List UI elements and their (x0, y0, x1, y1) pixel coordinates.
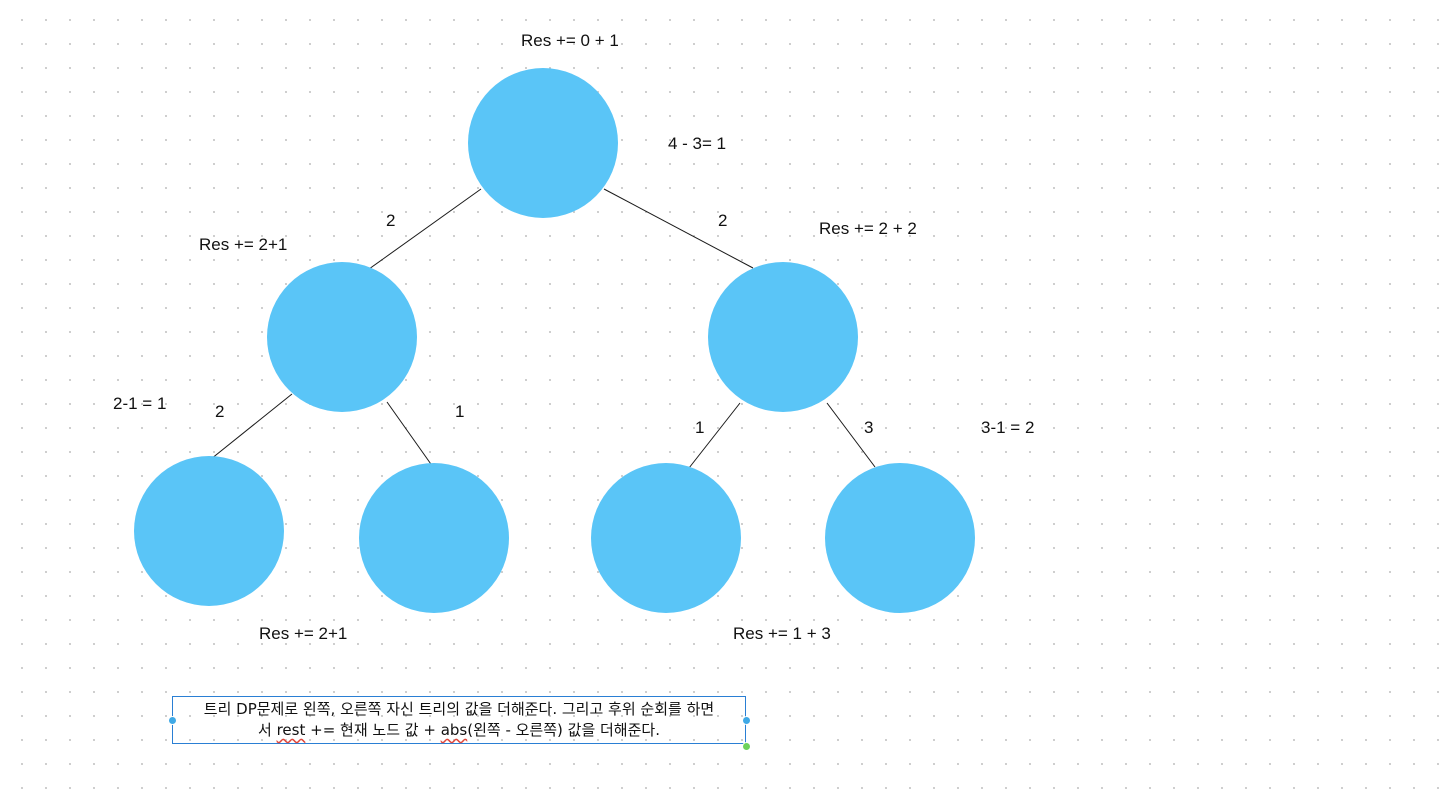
selection-handle-right[interactable] (742, 716, 751, 725)
edge-left-leftleft (210, 393, 293, 460)
tree-node-right[interactable] (708, 262, 858, 412)
annotation-left-leaves-res[interactable]: Res += 2+1 (259, 624, 348, 643)
tree-node-left-left[interactable] (134, 456, 284, 606)
edge-label-right-rightleft[interactable]: 1 (695, 418, 705, 437)
edge-label-root-right[interactable]: 2 (718, 211, 728, 230)
tree-node-root[interactable] (468, 68, 618, 218)
tree-node-left[interactable] (267, 262, 417, 412)
edge-label-left-leftleft[interactable]: 2 (215, 402, 225, 421)
annotation-root-res[interactable]: Res += 0 + 1 (521, 31, 619, 50)
note-line-2-suffix: (왼쪽 - 오른쪽) 값을 더해준다. (467, 721, 660, 739)
nodes (134, 68, 975, 613)
resize-handle-corner[interactable] (742, 742, 751, 751)
edge-left-leftright (386, 401, 434, 468)
spellcheck-word-rest: rest (276, 721, 306, 739)
edge-label-right-rightright[interactable]: 3 (864, 418, 874, 437)
note-line-2-prefix: 서 (258, 721, 277, 739)
edge-label-left-leftright[interactable]: 1 (455, 402, 465, 421)
edge-root-right (603, 188, 754, 269)
note-line-1: 트리 DP문제로 왼쪽, 오른쪽 자신 트리의 값을 더해준다. 그리고 후위 … (203, 700, 715, 718)
spellcheck-word-abs: abs (440, 721, 468, 739)
annotation-left-diff[interactable]: 2-1 = 1 (113, 394, 167, 413)
annotation-root-diff[interactable]: 4 - 3= 1 (668, 134, 727, 153)
selection-handle-left[interactable] (168, 716, 177, 725)
edge-right-rightright (826, 402, 876, 468)
edge-root-left (368, 188, 482, 270)
edges (210, 188, 876, 469)
note-line-2: 서 rest += 현재 노드 값 + abs(왼쪽 - 오른쪽) 값을 더해준… (173, 720, 745, 741)
edge-label-root-left[interactable]: 2 (386, 211, 396, 230)
note-line-2-mid: += 현재 노드 값 + (305, 721, 441, 739)
tree-node-right-right[interactable] (825, 463, 975, 613)
note-text-box[interactable]: 트리 DP문제로 왼쪽, 오른쪽 자신 트리의 값을 더해준다. 그리고 후위 … (172, 696, 746, 744)
edge-right-rightleft (688, 402, 741, 469)
annotation-right-res[interactable]: Res += 2 + 2 (819, 219, 917, 238)
annotation-left-res[interactable]: Res += 2+1 (199, 235, 288, 254)
tree-node-right-left[interactable] (591, 463, 741, 613)
annotation-right-diff[interactable]: 3-1 = 2 (981, 418, 1035, 437)
tree-node-left-right[interactable] (359, 463, 509, 613)
annotation-right-leaves-res[interactable]: Res += 1 + 3 (733, 624, 831, 643)
